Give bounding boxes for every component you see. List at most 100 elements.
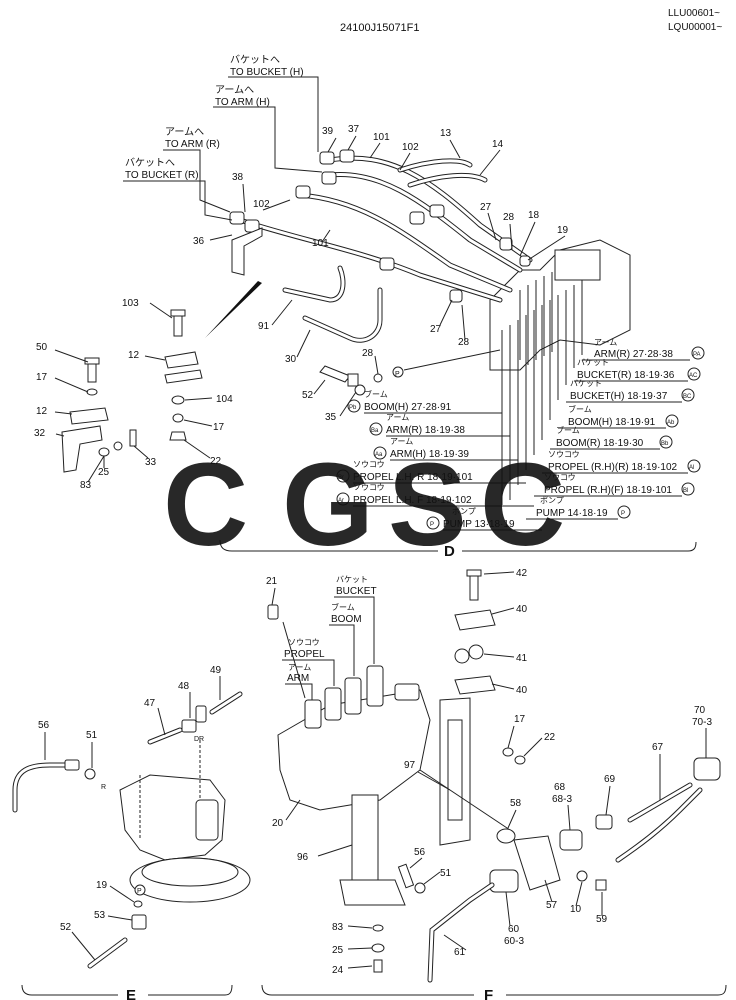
port-jp: ブーム [364,389,388,399]
watermark-letter-c: C [163,439,248,571]
clamp-40-lower [454,675,496,695]
callout-38: 38 [232,172,244,183]
valve-sections [519,272,553,365]
label-jp: バケットへ [125,157,175,169]
callout-50: 50 [36,342,48,353]
section-d-drawing [61,149,631,505]
label-jp: バケットへ [230,54,280,66]
port-mark-r: R [101,784,106,791]
port-jp: アーム [386,413,409,422]
direction-wedge [205,281,262,338]
port-code: Ar [338,498,344,504]
callout-24: 24 [332,965,344,976]
port-arm-r: ARM(R) 27·28·38 [594,349,673,360]
port-jp: ソウコウ [353,483,385,492]
fitting-60 [489,869,519,893]
serial-range-2: LQU00001~ [668,22,722,33]
plate-12-lower [69,407,109,425]
washer-104 [171,395,185,405]
callout-56: 56 [414,847,426,858]
port-arm-r-left: ARM(R) 18·19·38 [386,425,465,436]
watermark: C G S C [163,439,565,571]
port-mark-p: P [137,888,142,895]
port-bucket-h: BUCKET(H) 18·19·37 [570,391,668,402]
port-boom-h: BOOM(H) 18·19·91 [568,417,656,428]
port-code: Bl [683,488,688,494]
port-code: Ab [667,420,675,426]
adapter-69 [595,814,613,830]
part-number: 24100J15071F1 [340,22,420,34]
callout-28c: 28 [362,348,374,359]
callout-14: 14 [492,139,504,150]
section-d-label: D [444,543,455,560]
callout-101b: 101 [312,238,329,249]
callout-19: 19 [96,880,108,891]
callout-52: 52 [60,922,72,933]
callout-41: 41 [516,653,528,664]
callout-58: 58 [510,798,522,809]
callout-30: 30 [285,354,297,365]
callout-25: 25 [332,945,344,956]
section-f-label: F [484,987,493,1000]
label-to-bucket-r: TO BUCKET (R) [125,170,199,181]
bolt-21 [267,604,279,620]
callout-17: 17 [514,714,526,725]
callout-59: 59 [596,914,608,925]
callout-35: 35 [325,412,337,423]
fitting-51 [84,768,96,780]
plate-12-upper [164,351,199,369]
section-f-labels: バケット BUCKET ブーム BOOM ソウコウ PROPEL アーム ARM… [266,568,712,976]
callout-39: 39 [322,126,334,137]
watermark-letter-c2: C [480,439,565,571]
callout-27: 27 [480,202,492,213]
section-e-drawing [12,691,251,969]
label-jp: アームへ [215,84,254,96]
section-d-bracket [219,539,697,552]
port-leader-lines [501,280,583,505]
port-code: Pb [349,405,357,411]
callout-60-3: 60-3 [504,936,524,947]
port-pump-left: PUMP 13·18·19 [443,519,515,530]
label-jp: アーム [288,663,311,672]
clamp-40-upper [454,609,496,631]
section-d-labels: バケットへ TO BUCKET (H) アームへ TO ARM (H) アームへ… [34,54,569,491]
callout-22: 22 [210,456,222,467]
cushion-41 [454,648,470,664]
callout-28b: 28 [458,337,470,348]
callout-91: 91 [258,321,270,332]
bracket-36 [231,227,263,276]
callout-70-3: 70-3 [692,717,712,728]
callout-25: 25 [98,467,110,478]
callout-52: 52 [302,390,314,401]
callout-60: 60 [508,924,520,935]
oring-58 [496,828,516,844]
port-boom-r: BOOM(R) 18·19·30 [556,438,644,449]
port-jp: ソウコウ [353,460,385,469]
fitting-35 [354,384,366,396]
port-labels-right: アーム ARM(R) 27·28·38 PA バケット BUCKET(R) 18… [526,338,705,520]
callout-83: 83 [80,480,92,491]
flange-57 [513,835,561,891]
hose-61 [427,882,495,983]
port-code: P [430,522,434,528]
label-jp: アームへ [165,126,204,138]
callout-104: 104 [216,394,233,405]
section-f-drawing [267,569,721,983]
callout-97: 97 [404,760,416,771]
callout-67: 67 [652,742,664,753]
callout-13: 13 [440,128,452,139]
label-bucket: BUCKET [336,586,377,597]
label-boom: BOOM [331,614,362,625]
port-code: Al [689,465,694,471]
port-pump-right: PUMP 14·18·19 [536,508,608,519]
port-jp: ソウコウ [544,473,576,482]
port-jp: アーム [390,437,413,446]
port-jp: ポンプ [452,507,476,516]
port-mark-dr: DR [194,736,204,743]
port-jp: ポンプ [540,496,564,505]
callout-27b: 27 [430,324,442,335]
callout-22: 22 [544,732,556,743]
callout-70: 70 [694,705,706,716]
callout-102: 102 [402,142,419,153]
